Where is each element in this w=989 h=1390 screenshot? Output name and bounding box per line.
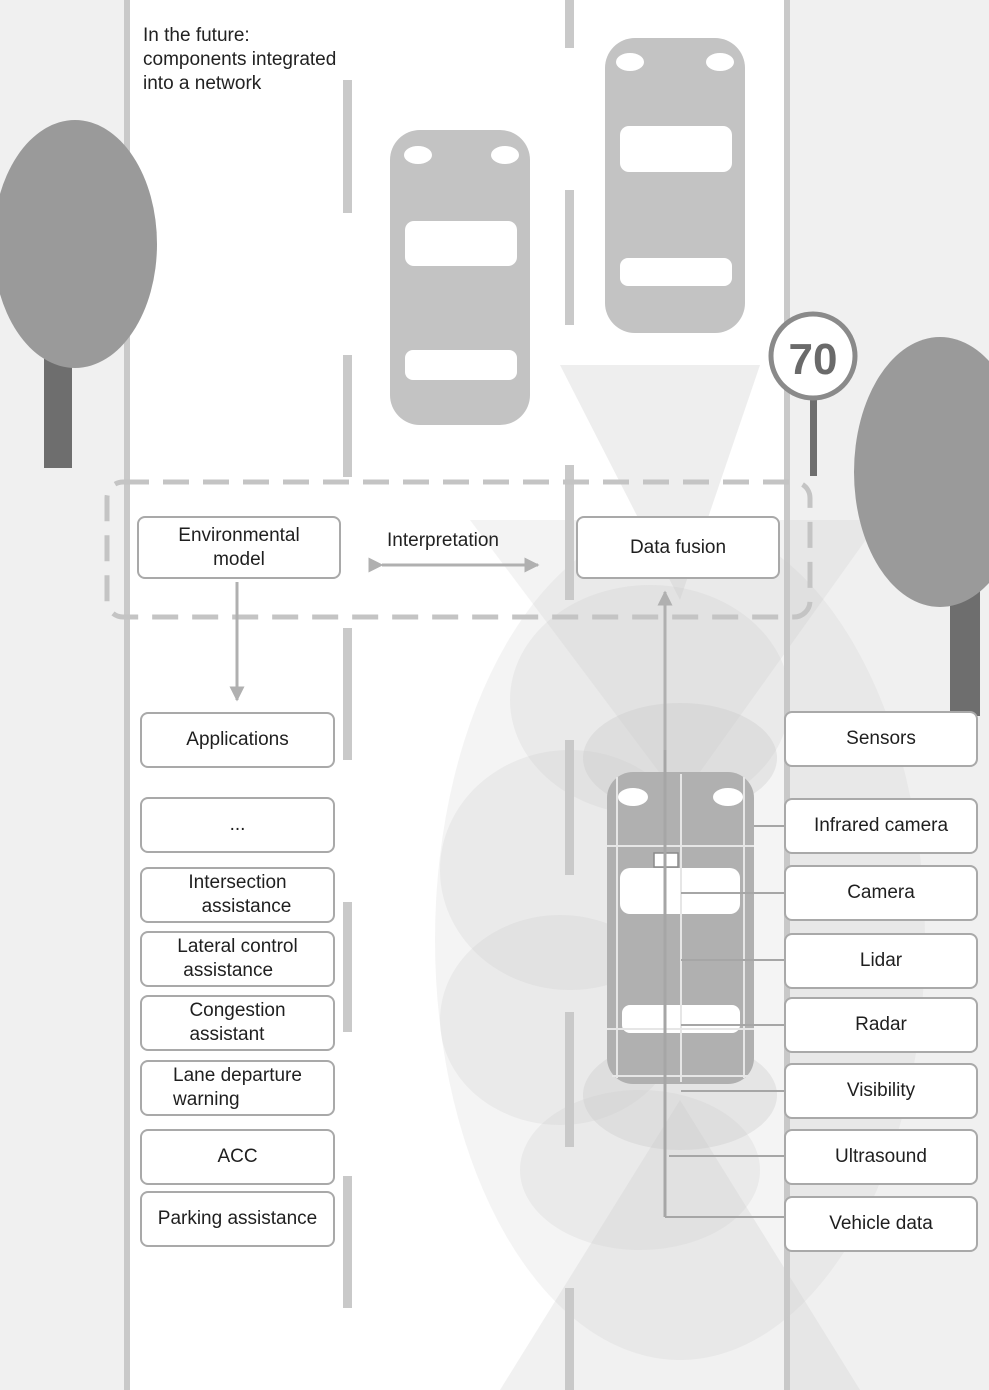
box-label: Data fusion	[629, 536, 727, 558]
windshield	[620, 126, 732, 172]
sensor-item-vehicle-data: Vehicle data	[784, 1196, 978, 1252]
windshield	[405, 221, 517, 266]
coverage-ellipse-mid	[510, 585, 790, 815]
tree-crown	[854, 337, 989, 607]
application-item-more: ...	[140, 797, 335, 853]
box-label: Lateral control assistance	[177, 936, 298, 981]
headlight-icon	[618, 788, 648, 806]
network-boundary	[104, 479, 813, 620]
lane-dash	[343, 355, 352, 477]
lane-dash	[565, 0, 574, 48]
vehicle-body	[605, 38, 745, 333]
tree-crown	[0, 120, 157, 368]
box-label: Lane departure warning	[173, 1065, 302, 1110]
sensor-connectors	[665, 825, 784, 1218]
data-fusion-box: Data fusion	[576, 516, 780, 579]
sensor-item-radar: Radar	[784, 997, 978, 1053]
lane-dash	[343, 902, 352, 1032]
lane-dash	[565, 465, 574, 600]
interpretation-label: Interpretation	[387, 530, 499, 551]
box-label: Ultrasound	[835, 1146, 927, 1167]
box-label: Radar	[855, 1014, 907, 1035]
lane-dash	[343, 628, 352, 760]
sensor-grid	[607, 774, 754, 1082]
lane-dash	[565, 1012, 574, 1147]
right-road-edge-line	[784, 0, 790, 1390]
sensor-item-infrared-camera: Infrared camera	[784, 798, 978, 854]
sensor-item-visibility: Visibility	[784, 1063, 978, 1119]
headlight-icon	[404, 146, 432, 164]
left-road-edge-line	[124, 0, 130, 1390]
box-label: Parking assistance	[157, 1208, 318, 1229]
application-item-lane-departure: Lane departure warning	[140, 1060, 335, 1116]
rear-cone	[500, 1100, 860, 1390]
box-label: Infrared camera	[813, 815, 949, 836]
applications-header-box: Applications	[140, 712, 335, 768]
coverage-ellipse-rear-low	[520, 1090, 760, 1250]
box-label: Vehicle data	[829, 1213, 933, 1234]
box-label: Sensors	[846, 728, 916, 749]
speed-limit-sign: 70	[768, 311, 858, 476]
box-label: Applications	[186, 729, 289, 750]
speed-limit-value: 70	[789, 335, 838, 384]
application-item-intersection: Intersection assistance	[140, 867, 335, 923]
lane-dash	[343, 80, 352, 213]
box-label: Intersection assistance	[188, 872, 292, 917]
headlight-icon	[491, 146, 519, 164]
box-label: Environmental model	[178, 524, 300, 570]
caption-line: In the future:	[143, 25, 250, 46]
headlight-icon	[713, 788, 743, 806]
rear-window	[620, 258, 732, 286]
vehicle-body	[390, 130, 530, 425]
box-label: Camera	[847, 882, 915, 903]
application-item-acc: ACC	[140, 1129, 335, 1185]
lane-dash	[565, 190, 574, 325]
vehicle-right-lane	[605, 38, 745, 333]
application-item-parking: Parking assistance	[140, 1191, 335, 1247]
sign-post	[810, 385, 817, 476]
right-tree	[854, 337, 989, 716]
sensor-item-lidar: Lidar	[784, 933, 978, 989]
sensor-item-ultrasound: Ultrasound	[784, 1129, 978, 1185]
box-label: Visibility	[846, 1080, 916, 1101]
sensor-item-camera: Camera	[784, 865, 978, 921]
lane-dash	[565, 1288, 574, 1390]
box-label: Lidar	[859, 950, 903, 971]
box-label: ...	[229, 814, 246, 835]
headlight-icon	[706, 53, 734, 71]
rear-window	[405, 350, 517, 380]
sensors-header-box: Sensors	[784, 711, 978, 767]
headlight-icon	[616, 53, 644, 71]
sign-plate	[768, 311, 858, 401]
scene-caption: In the future: components integrated int…	[143, 24, 403, 96]
application-item-congestion: Congestion assistant	[140, 995, 335, 1051]
application-item-lateral-control: Lateral control assistance	[140, 931, 335, 987]
vehicle-left-lane	[390, 130, 530, 425]
caption-line: into a network	[143, 73, 262, 94]
environmental-model-box: Environmental model	[137, 516, 341, 579]
left-tree	[0, 120, 157, 468]
ego-vehicle	[607, 772, 754, 1084]
lane-markings	[343, 0, 574, 1390]
box-label: ACC	[217, 1146, 258, 1167]
lane-dash	[343, 1176, 352, 1308]
caption-line: components integrated	[143, 49, 337, 70]
lane-dash	[565, 740, 574, 875]
box-label: Congestion assistant	[189, 1000, 286, 1045]
